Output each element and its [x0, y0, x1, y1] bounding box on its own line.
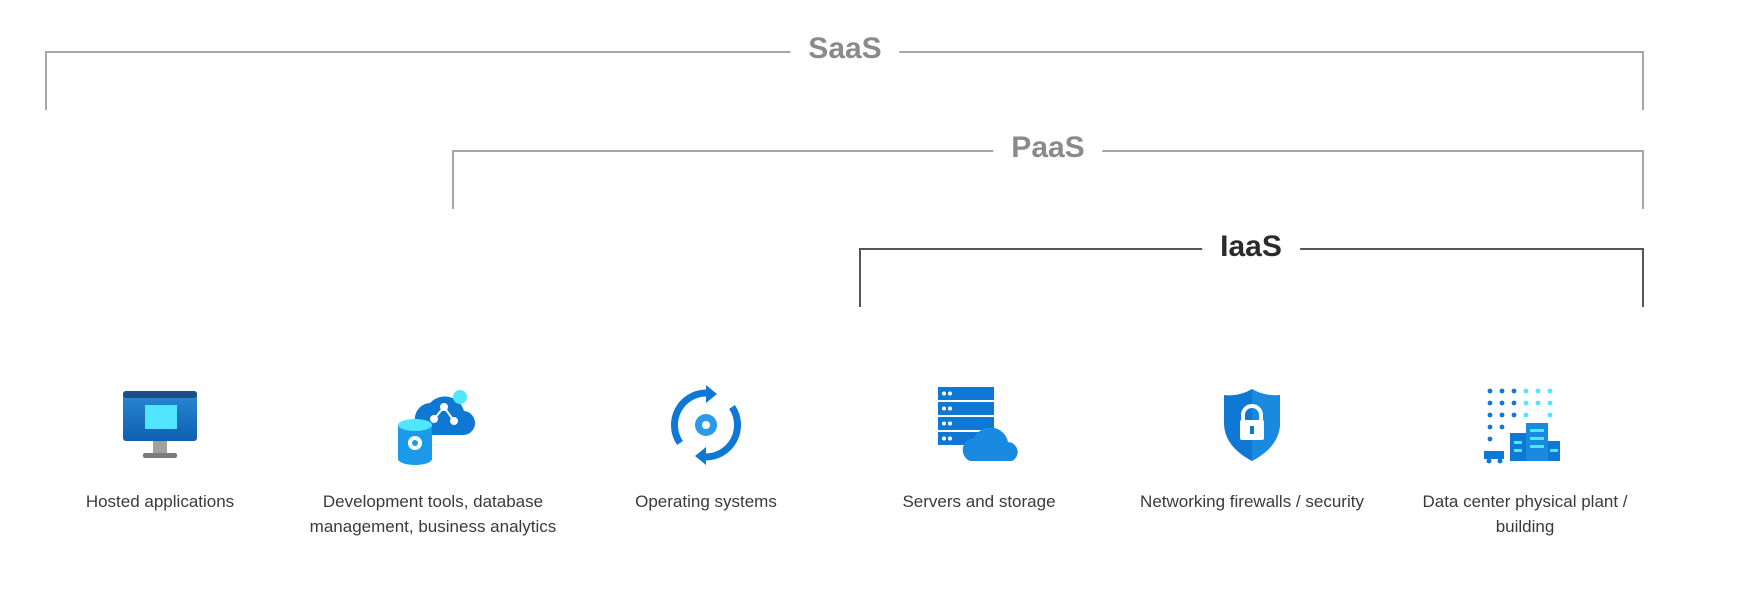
service-operating-systems: Operating systems	[576, 385, 836, 514]
service-label: Networking firewalls / security	[1140, 492, 1364, 511]
paas-label: PaaS	[993, 130, 1103, 166]
service-datacenter: Data center physical plant / building	[1395, 385, 1655, 539]
os-refresh-gear-icon	[670, 385, 742, 465]
service-label: Servers and storage	[902, 492, 1056, 511]
service-servers-storage: Servers and storage	[849, 385, 1109, 514]
service-label: Hosted applications	[85, 492, 235, 511]
database-analytics-icon	[398, 390, 476, 465]
service-label: Data center physical plant / building	[1422, 492, 1628, 536]
monitor-icon	[123, 391, 197, 458]
shield-lock-icon	[1224, 389, 1280, 461]
iaas-label: IaaS	[1202, 229, 1300, 265]
service-label: Operating systems	[635, 492, 777, 511]
datacenter-building-icon	[1484, 388, 1560, 464]
service-label: Development tools, database management, …	[309, 492, 557, 536]
service-development-tools: Development tools, database management, …	[303, 385, 563, 539]
server-cloud-icon	[938, 387, 1018, 461]
service-hosted-applications: Hosted applications	[30, 385, 290, 514]
service-networking-security: Networking firewalls / security	[1122, 385, 1382, 514]
saas-label: SaaS	[790, 31, 900, 67]
